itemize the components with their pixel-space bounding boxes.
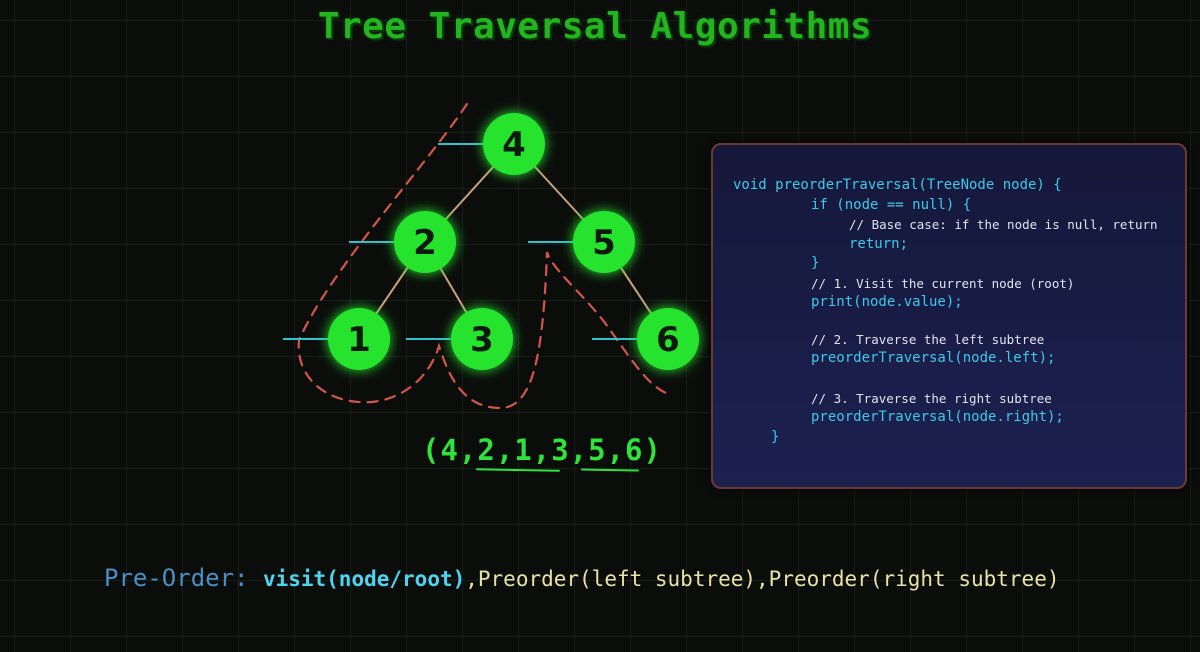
node-circle <box>483 113 545 175</box>
node-circle <box>573 211 635 273</box>
node-label: 5 <box>592 223 616 263</box>
code-panel: void preorderTraversal(TreeNode node) { … <box>711 143 1187 489</box>
tree-node-5: 5 <box>573 211 635 273</box>
preorder-formula: Pre-Order: visit(node/root),Preorder(lef… <box>104 564 1059 592</box>
node-label: 4 <box>502 125 526 165</box>
code-line: } <box>811 255 820 271</box>
node-circle <box>637 308 699 370</box>
tree-node-1: 1 <box>328 308 390 370</box>
formula-label: Pre-Order: <box>104 564 263 592</box>
formula-visit: visit(node/root) <box>262 567 466 591</box>
code-comment: // 1. Visit the current node (root) <box>811 276 1075 291</box>
code-line: preorderTraversal(node.left); <box>811 350 1056 366</box>
node-circle <box>451 308 513 370</box>
node-circle <box>328 308 390 370</box>
traversal-sequence: (4,2,1,3,5,6) <box>422 433 662 467</box>
node-label: 6 <box>656 320 680 360</box>
tree-node-4: 4 <box>483 113 545 175</box>
node-label: 1 <box>347 320 371 360</box>
page-title: Tree Traversal Algorithms <box>317 6 873 47</box>
code-line: } <box>771 429 780 445</box>
code-comment: // Base case: if the node is null, retur… <box>849 217 1158 232</box>
code-line: void preorderTraversal(TreeNode node) { <box>733 177 1062 193</box>
code-comment: // 3. Traverse the right subtree <box>811 391 1052 406</box>
node-label: 2 <box>413 223 437 263</box>
code-line: print(node.value); <box>811 294 963 310</box>
traversal-path <box>297 102 674 410</box>
node-circle <box>394 211 456 273</box>
node-label: 3 <box>470 320 494 360</box>
tree-node-3: 3 <box>451 308 513 370</box>
code-line: if (node == null) { <box>811 197 972 213</box>
tree-node-2: 2 <box>394 211 456 273</box>
code-line: return; <box>849 236 909 252</box>
tree-node-6: 6 <box>637 308 699 370</box>
code-line: preorderTraversal(node.right); <box>811 409 1064 425</box>
formula-rest: ,Preorder(left subtree),Preorder(right s… <box>465 567 1060 591</box>
code-comment: // 2. Traverse the left subtree <box>811 332 1045 347</box>
